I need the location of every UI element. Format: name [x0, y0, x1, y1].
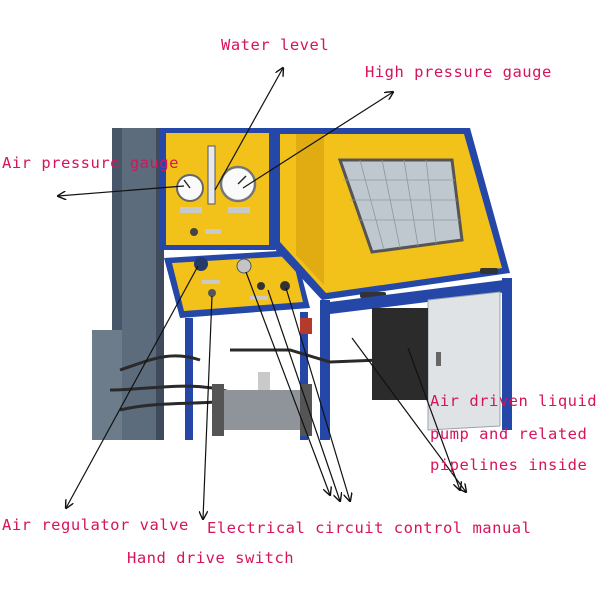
base-frame [109, 278, 512, 440]
toggle-knob [280, 281, 290, 291]
label-air-regulator-valve: Air regulator valve [2, 516, 189, 534]
arrow-control-manual-1 [245, 271, 330, 495]
left-cabinet [92, 128, 164, 440]
arrow-air-pressure-gauge [58, 185, 185, 196]
water-level-tube [207, 145, 216, 205]
label-hand-drive-switch: Hand drive switch [127, 549, 295, 567]
arrow-control-manual-2 [267, 289, 340, 501]
viewing-window [337, 158, 464, 254]
label-air-driven-pump-line-3: pipelines inside [430, 456, 588, 474]
hood-handle-right [480, 268, 498, 274]
air-pressure-gauge-dial [176, 174, 204, 202]
gauge-panel [160, 128, 275, 250]
arrow-air-regulator-valve [66, 265, 199, 508]
arrow-pump-1 [407, 347, 460, 490]
label-electrical-circuit-control-manual: Electrical circuit control manual [207, 519, 532, 537]
arrow-hand-drive-switch [203, 295, 213, 519]
label-high-pressure-gauge: High pressure gauge [365, 63, 552, 81]
high-pressure-gauge-dial [219, 165, 257, 203]
pump-body [372, 308, 428, 400]
label-air-driven-pump-line-1: Air driven liquid [430, 392, 598, 410]
label-water-level: Water level [221, 36, 330, 54]
arrow-control-manual-3 [285, 287, 350, 501]
label-air-pressure-gauge: Air pressure gauge [2, 154, 179, 172]
arrow-water-level [214, 68, 283, 191]
arrow-high-pressure-gauge [242, 92, 393, 189]
air-driven-pump-cylinder [222, 390, 304, 430]
protective-hood [272, 128, 510, 300]
label-air-driven-pump-line-2: pump and related [430, 425, 588, 443]
callout-arrows [58, 68, 466, 519]
small-gauge [236, 258, 252, 274]
arrow-pump-2 [351, 337, 466, 492]
